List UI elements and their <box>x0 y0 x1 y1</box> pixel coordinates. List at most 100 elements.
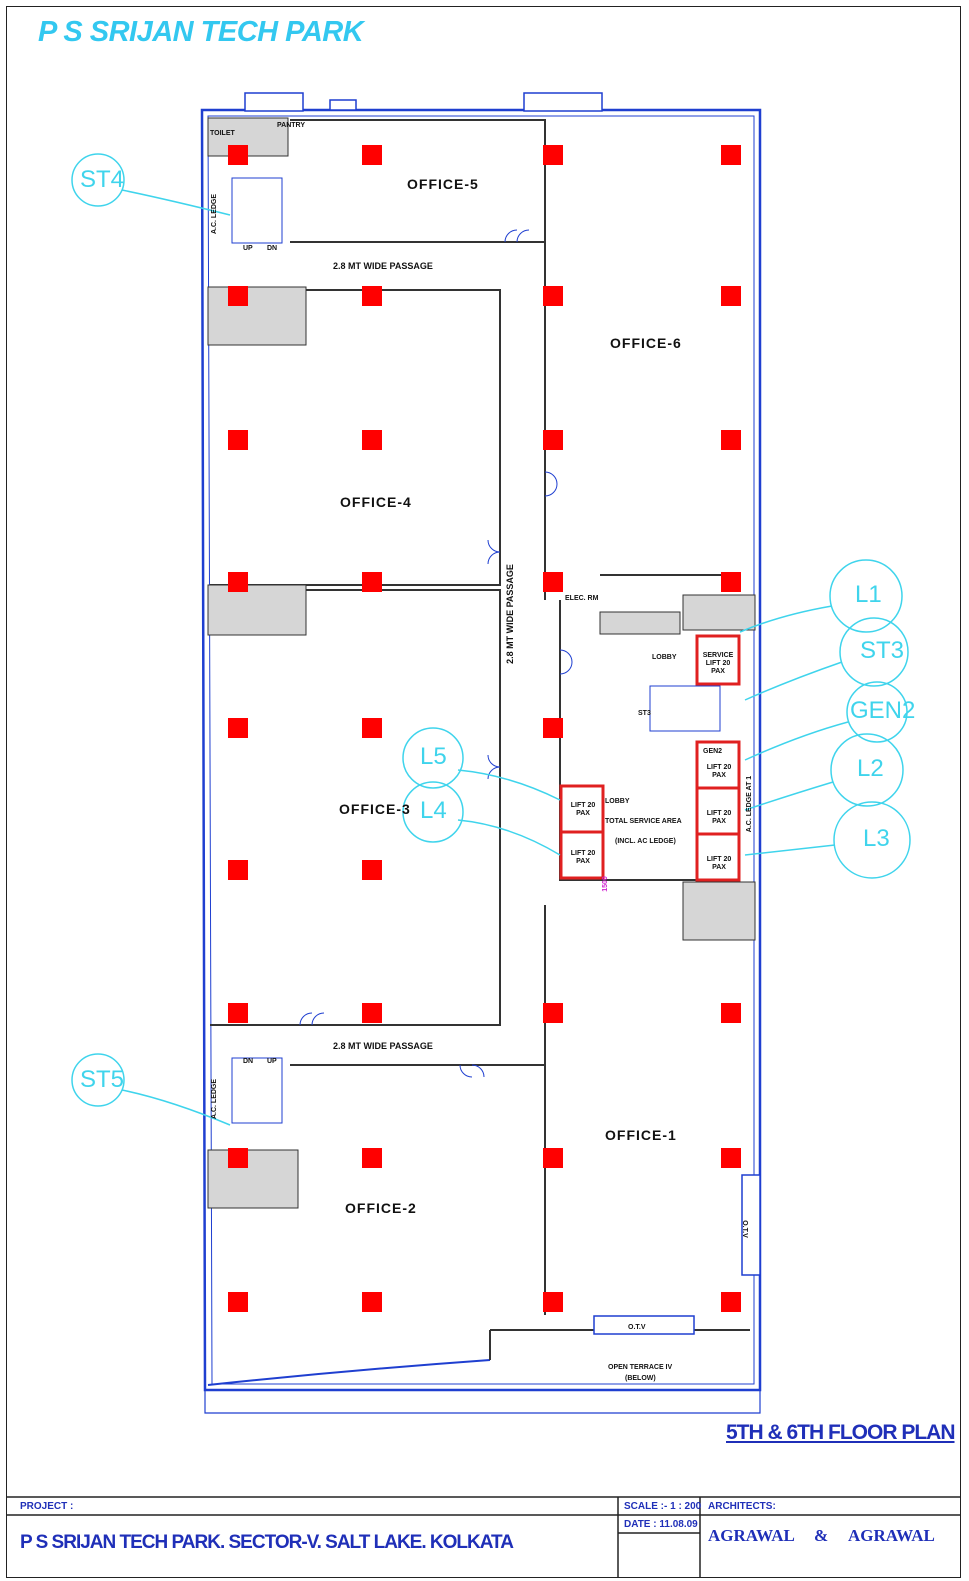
toilet-blocks <box>207 117 756 1209</box>
ac-ledge-label-2: A.C. LEDGE <box>211 1078 219 1120</box>
stair-up-label: UP <box>243 245 253 252</box>
office-3-label: OFFICE-3 <box>339 801 411 817</box>
stair-dn-label: DN <box>267 245 278 252</box>
project-name: P S SRIJAN TECH PARK. SECTOR-V. SALT LAK… <box>20 1532 514 1553</box>
column <box>721 430 741 450</box>
lift-l3-label: LIFT 20 PAX <box>706 856 732 871</box>
lobby-top-label: LOBBY <box>652 654 677 661</box>
lobby-main-label: LOBBY <box>605 798 630 805</box>
incl-ac-ledge-label: (INCL. AC LEDGE) <box>615 838 676 845</box>
column <box>228 145 248 165</box>
office-5-label: OFFICE-5 <box>407 176 479 192</box>
architect-2: AGRAWAL <box>848 1526 935 1545</box>
column <box>362 572 382 592</box>
column <box>721 1148 741 1168</box>
st3-label: ST3 <box>638 710 651 717</box>
tag-l3: L3 <box>863 825 890 852</box>
tag-l4: L4 <box>420 797 447 824</box>
door-swings <box>299 229 573 1078</box>
tag-l1: L1 <box>855 581 882 608</box>
column <box>228 572 248 592</box>
column <box>543 1292 563 1312</box>
tag-st5: ST5 <box>80 1066 125 1093</box>
column <box>543 1003 563 1023</box>
column <box>721 1292 741 1312</box>
column <box>228 860 248 880</box>
columns <box>228 145 741 1312</box>
lift-shafts <box>559 634 741 882</box>
lift-l5-label: LIFT 20 PAX <box>570 802 596 817</box>
tag-gen2: GEN2 <box>850 697 916 724</box>
open-terrace-label: OPEN TERRACE IV <box>608 1364 673 1371</box>
windows <box>244 92 761 1335</box>
date-label: DATE : 11.08.09 <box>624 1519 698 1530</box>
column <box>362 1148 382 1168</box>
ac-ledge-label: A.C. LEDGE <box>211 193 219 235</box>
internal-walls <box>210 119 750 1360</box>
column <box>721 145 741 165</box>
column <box>228 1148 248 1168</box>
pantry-label: PANTRY <box>277 122 305 129</box>
column <box>362 286 382 306</box>
column <box>543 286 563 306</box>
office-1-label: OFFICE-1 <box>605 1127 677 1143</box>
lift-gen2-label: LIFT 20 PAX <box>706 764 732 779</box>
curved-facade <box>207 1359 491 1386</box>
lift-l4-label: LIFT 20 PAX <box>570 850 596 865</box>
architect-1: AGRAWAL <box>708 1526 795 1545</box>
toilet-label: TOILET <box>210 130 235 137</box>
scale-label: SCALE :- 1 : 200 <box>624 1501 702 1512</box>
gen2-label: GEN2 <box>703 748 723 755</box>
sheet-border <box>6 6 961 1578</box>
column <box>228 718 248 738</box>
elec-room-label: ELEC. RM <box>565 595 599 602</box>
otv-right-label: O.T.V <box>740 1220 748 1238</box>
column <box>543 572 563 592</box>
column <box>362 718 382 738</box>
column <box>543 1148 563 1168</box>
passage-bottom-label: 2.8 MT WIDE PASSAGE <box>333 1041 433 1051</box>
ac-ledge-right-label: A.C. LEDGE AT 1 <box>746 775 754 833</box>
tag-st4: ST4 <box>80 166 125 193</box>
column <box>228 1292 248 1312</box>
total-service-area-label: TOTAL SERVICE AREA <box>605 818 682 825</box>
column <box>362 1292 382 1312</box>
column <box>362 860 382 880</box>
passage-vertical-label: 2.8 MT WIDE PASSAGE <box>504 564 515 664</box>
project-label: PROJECT : <box>20 1501 74 1512</box>
page-title: P S SRIJAN TECH PARK <box>38 16 364 48</box>
column <box>362 1003 382 1023</box>
column <box>721 572 741 592</box>
column <box>362 430 382 450</box>
service-lift-label: SERVICE LIFT 20 PAX <box>702 652 734 675</box>
stairs <box>231 177 721 1124</box>
column <box>228 1003 248 1023</box>
otv-bottom-label: O.T.V <box>628 1324 646 1331</box>
column <box>543 145 563 165</box>
title-block-lines <box>6 1496 961 1578</box>
tag-st3: ST3 <box>860 637 905 664</box>
office-6-label: OFFICE-6 <box>610 335 682 351</box>
column <box>362 145 382 165</box>
column <box>721 286 741 306</box>
tag-l2: L2 <box>857 755 884 782</box>
stair-dn-label-2: DN <box>243 1058 254 1065</box>
tag-l5: L5 <box>420 743 447 770</box>
column <box>543 430 563 450</box>
tag-leaders <box>71 153 911 1126</box>
ampersand: & <box>814 1526 829 1545</box>
lift-l2-label: LIFT 20 PAX <box>706 810 732 825</box>
open-terrace-below-label: (BELOW) <box>625 1375 656 1382</box>
stair-up-label-2: UP <box>267 1058 277 1065</box>
office-4-label: OFFICE-4 <box>340 494 412 510</box>
column <box>721 1003 741 1023</box>
passage-top-label: 2.8 MT WIDE PASSAGE <box>333 261 433 271</box>
column <box>228 430 248 450</box>
architects-label: ARCHITECTS: <box>708 1501 776 1512</box>
dim-1500-label: 1500 <box>601 876 609 892</box>
office-2-label: OFFICE-2 <box>345 1200 417 1216</box>
column <box>228 286 248 306</box>
column <box>543 718 563 738</box>
